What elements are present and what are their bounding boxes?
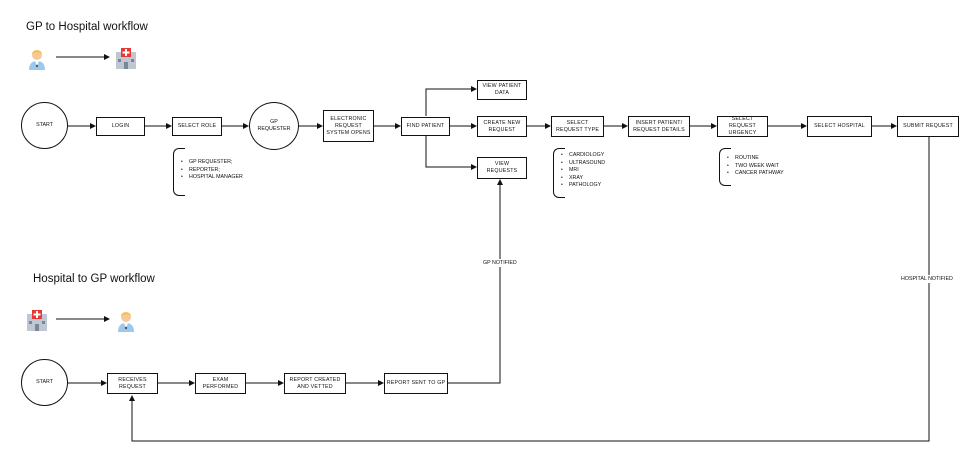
list-item: XRAY [561, 175, 605, 183]
erso-box: ELECTRONIC REQUEST SYSTEM OPENS [323, 110, 374, 142]
view-requests-box: VIEW REQUESTS [477, 157, 527, 179]
roles-brace [173, 148, 185, 196]
heading-hospital-to-gp: Hospital to GP workflow [33, 273, 155, 285]
list-item: TWO WEEK WAIT [727, 163, 784, 171]
receives-request-box: RECEIVES REQUEST [107, 373, 158, 394]
urgencies-list: ROUTINE TWO WEEK WAIT CANCER PATHWAY [721, 155, 784, 178]
gp-notified-label: GP NOTIFIED [483, 259, 517, 267]
gp-requester-node: GP REQUESTER [249, 102, 299, 150]
hospital-icon [116, 48, 136, 69]
select-role-box: SELECT ROLE [172, 117, 222, 136]
select-hospital-box: SELECT HOSPITAL [807, 116, 872, 137]
start-node-2: START [21, 359, 68, 406]
edge-find-viewdata [425, 86, 477, 116]
hospital-notified-label: HOSPITAL NOTIFIED [901, 275, 953, 283]
doctor-icon [118, 312, 134, 332]
list-item: PATHOLOGY [561, 182, 605, 190]
edge-hospital-notified [129, 137, 930, 442]
create-new-request-box: CREATE NEW REQUEST [477, 116, 527, 137]
list-item: GP REQUESTER; [181, 159, 243, 167]
list-item: CARDIOLOGY [561, 152, 605, 160]
select-urgency-box: SELECT REQUEST URGENCY [717, 116, 768, 137]
submit-request-box: SUBMIT REQUEST [897, 116, 959, 137]
find-patient-box: FIND PATIENT [401, 117, 450, 136]
select-request-type-box: SELECT REQUEST TYPE [551, 116, 604, 137]
exam-performed-box: EXAM PERFORMED [195, 373, 246, 394]
list-item: ROUTINE [727, 155, 784, 163]
request-types-list: CARDIOLOGY ULTRASOUND MRI XRAY PATHOLOGY [555, 152, 605, 190]
report-created-box: REPORT CREATED AND VETTED [284, 373, 346, 394]
hospital-icon [27, 310, 47, 331]
edge-gp-notified [448, 179, 503, 384]
insert-details-box: INSERT PATIENT/ REQUEST DETAILS [628, 116, 690, 137]
list-item: ULTRASOUND [561, 160, 605, 168]
report-sent-box: REPORT SENT TO GP [384, 373, 448, 394]
urgencies-brace [719, 148, 731, 186]
list-item: MRI [561, 167, 605, 175]
edge-find-viewreq [425, 136, 477, 170]
login-box: LOGIN [96, 117, 145, 136]
list-item: HOSPITAL MANAGER [181, 174, 243, 182]
roles-list: GP REQUESTER; REPORTER; HOSPITAL MANAGER [175, 159, 243, 182]
list-item: REPORTER; [181, 167, 243, 175]
request-types-brace [553, 148, 565, 198]
start-node: START [21, 102, 68, 149]
doctor-icon [29, 50, 45, 70]
list-item: CANCER PATHWAY [727, 170, 784, 178]
view-patient-data-box: VIEW PATIENT DATA [477, 80, 527, 100]
heading-gp-to-hospital: GP to Hospital workflow [26, 21, 148, 33]
